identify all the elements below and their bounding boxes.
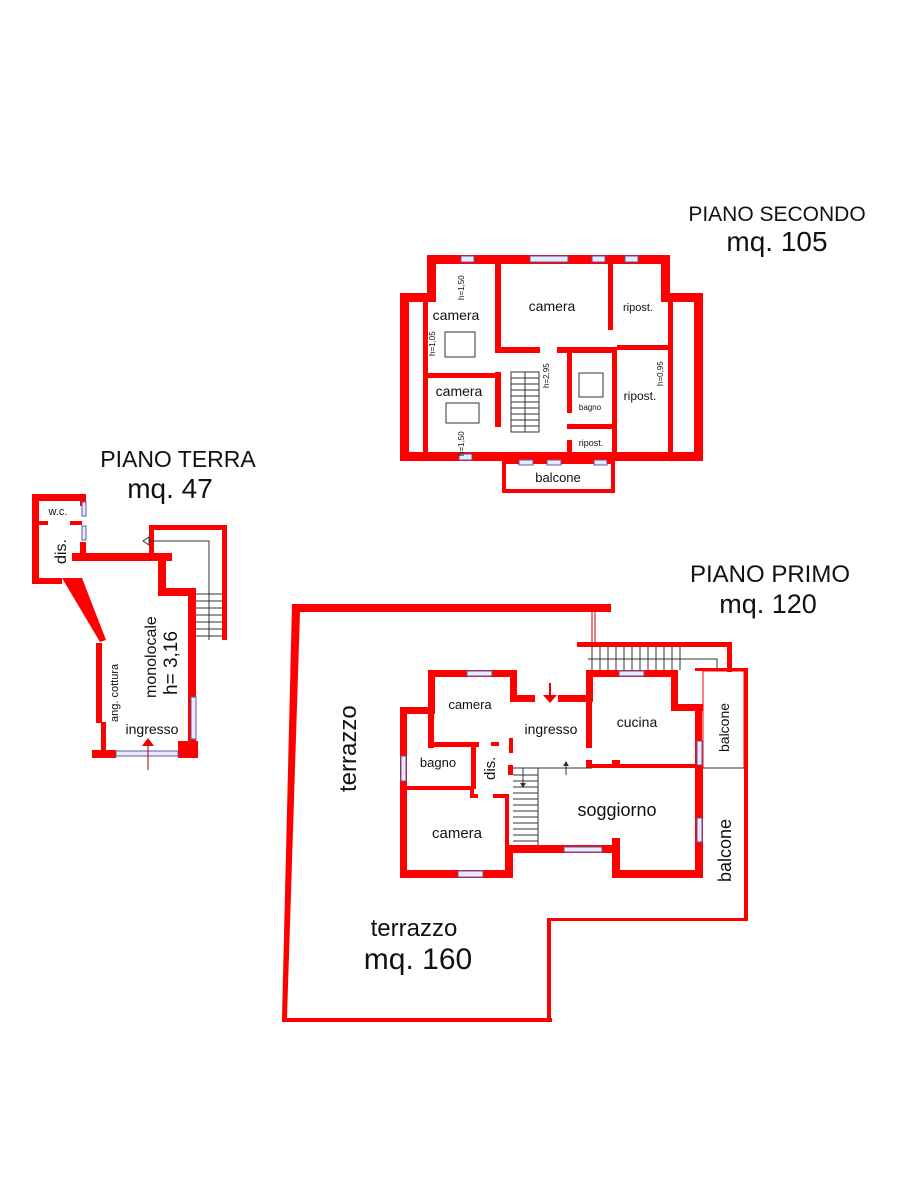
piano-secondo-plan: PIANO SECONDO mq. 105: [400, 203, 866, 493]
room-label: dis.: [53, 539, 70, 564]
room-label: balcone: [535, 470, 581, 485]
room-label: w.c.: [48, 506, 68, 518]
room-label: ingresso: [525, 721, 578, 737]
piano-terra-area: mq. 47: [127, 473, 213, 504]
piano-terra-title: PIANO TERRA: [100, 446, 256, 472]
room-label: camera: [529, 298, 576, 314]
piano-secondo-area: mq. 105: [726, 226, 827, 257]
height-label: h=1,05: [428, 331, 437, 356]
terrazzo-area: mq. 160: [364, 943, 472, 976]
height-label: h=2,95: [542, 363, 551, 388]
piano-terra-plan: PIANO TERRA mq. 47: [32, 446, 256, 770]
piano-terra-stairs: [145, 540, 222, 640]
height-label: h=0,95: [656, 361, 665, 386]
room-label: monolocale: [143, 616, 160, 698]
room-label: bagno: [579, 403, 602, 412]
room-label: balcone: [715, 819, 735, 882]
room-label: cucina: [617, 714, 658, 730]
room-label: ingresso: [126, 721, 179, 737]
piano-primo-area: mq. 120: [719, 589, 817, 619]
room-label: soggiorno: [577, 800, 656, 820]
room-label: camera: [433, 307, 480, 323]
room-label: camera: [432, 825, 483, 842]
room-label: camera: [448, 697, 492, 712]
piano-primo-title: PIANO PRIMO: [690, 561, 850, 588]
piano-primo-top-stairs: [588, 647, 718, 670]
piano-secondo-title: PIANO SECONDO: [688, 203, 865, 226]
room-label: camera: [436, 383, 483, 399]
room-label: ripost.: [623, 302, 653, 314]
piano-secondo-stairs: [510, 371, 540, 433]
room-label: balcone: [716, 703, 732, 752]
terrazzo-label: terrazzo: [371, 915, 458, 942]
height-label: h=1,50: [457, 431, 466, 456]
piano-primo-stairs: [513, 763, 592, 845]
height-label: h= 3,16: [161, 631, 182, 695]
room-label: ripost.: [579, 438, 604, 448]
room-label: ripost.: [624, 389, 657, 403]
terrazzo-side-label: terrazzo: [335, 705, 362, 792]
height-label: h=1,50: [457, 275, 466, 300]
piano-primo-plan: PIANO PRIMO mq. 120: [282, 561, 850, 1022]
room-label: ang. cottura: [109, 663, 121, 722]
room-label: bagno: [420, 755, 456, 770]
room-label: dis.: [482, 757, 499, 780]
